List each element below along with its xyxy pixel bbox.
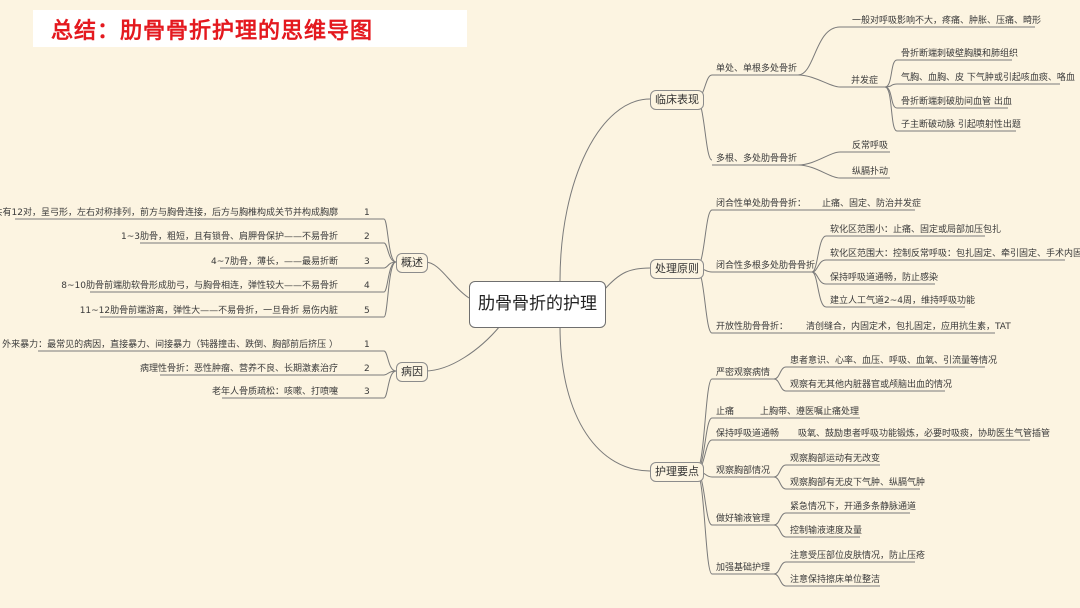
basic-item: 注意受压部位皮肤情况，防止压疮: [790, 551, 926, 561]
link-root-nursing: [559, 325, 651, 472]
branch-principles: 处理原则: [650, 259, 704, 279]
branch-overview: 概述: [396, 253, 428, 273]
chest-item: 观察胸部运动有无改变: [790, 454, 881, 464]
cause-item: 病理性骨折：恶性肿瘤、营养不良、长期激素治疗: [139, 364, 338, 374]
root-node: 肋骨骨折的护理: [469, 281, 606, 328]
cause-item-number: 2: [364, 364, 370, 374]
nursing-pain-text: 上胸带、遵医嘱止痛处理: [760, 407, 860, 417]
complication-item: 子主断破动脉 引起喷射性出题: [901, 120, 1021, 130]
overview-item-number: 5: [364, 306, 370, 316]
branch-clinical: 临床表现: [650, 90, 704, 110]
link-root-clinical: [559, 98, 651, 282]
cause-item-number: 1: [364, 340, 370, 350]
principle-closed-single-label: 闭合性单处肋骨骨折：: [716, 199, 807, 209]
page-title: 总结：肋骨骨折护理的思维导图: [51, 19, 374, 44]
complication-item: 骨折断端刺破壁胸膜和肺组织: [901, 49, 1019, 59]
principle-open-text: 清创缝合，内固定术，包扎固定，应用抗生素，TAT: [806, 322, 1011, 332]
infusion-item: 紧急情况下，开通多条静脉通道: [790, 502, 917, 512]
complication-item: 骨折断端刺破肋间血管 出血: [901, 97, 1012, 107]
complication-item: 气胸、血胸、皮 下气肿或引起咳血痰、咯血: [901, 73, 1075, 83]
nursing-observe-label: 严密观察病情: [716, 368, 771, 378]
link-root-principles: [603, 267, 651, 291]
principle-closed-multiple-label: 闭合性多根多处肋骨骨折: [716, 261, 816, 271]
link-root-overview: [424, 261, 470, 299]
closed-multiple-item: 软化区范围大：控制反常呼吸：包扎固定、牵引固定、手术内固定: [830, 249, 1080, 259]
nursing-chest-label: 观察胸部情况: [716, 466, 771, 476]
infusion-item: 控制输液速度及量: [790, 526, 863, 536]
branch-nursing: 护理要点: [650, 462, 704, 482]
nursing-basic-label: 加强基础护理: [716, 563, 771, 573]
principle-open-label: 开放性肋骨骨折：: [716, 322, 789, 332]
overview-item: 4~7肋骨，薄长，——最易折断: [211, 257, 338, 267]
overview-item: 1~3肋骨，粗短，且有锁骨、肩胛骨保护——不易骨折: [121, 232, 338, 242]
multiple-item: 反常呼吸: [852, 141, 889, 151]
overview-item: 肋骨共有12对，呈弓形，左右对称排列，前方与胸骨连接，后方与胸椎构成关节并构成胸…: [0, 208, 338, 218]
overview-item-number: 1: [364, 208, 370, 218]
nursing-infusion-label: 做好输液管理: [716, 514, 771, 524]
principle-closed-single-text: 止痛、固定、防治并发症: [822, 199, 922, 209]
cause-item: 老年人骨质疏松：咳嗽、打喷嚏: [211, 387, 338, 397]
overview-item-number: 2: [364, 232, 370, 242]
basic-item: 注意保持擦床单位整洁: [790, 575, 881, 585]
overview-item-number: 3: [364, 257, 370, 267]
title-banner: 总结：肋骨骨折护理的思维导图: [33, 10, 467, 47]
nursing-pain-label: 止痛: [716, 407, 735, 417]
closed-multiple-item: 保持呼吸道通畅，防止感染: [830, 273, 939, 283]
overview-item: 8~10肋骨前端肋软骨形成肋弓，与胸骨相连，弹性较大——不易骨折: [61, 281, 338, 291]
clinical-complication-label: 并发症: [851, 76, 879, 86]
overview-item-number: 4: [364, 281, 370, 291]
cause-item: 外来暴力：最常见的病因，直接暴力、间接暴力（钝器撞击、跌倒、胸部前后挤压 ）: [2, 340, 338, 350]
chest-item: 观察胸部有无皮下气肿、纵膈气肿: [790, 478, 926, 488]
clinical-single-label: 单处、单根多处骨折: [716, 64, 798, 74]
multiple-item: 纵膈扑动: [852, 167, 889, 177]
clinical-multiple-label: 多根、多处肋骨骨折: [716, 154, 798, 164]
observe-item: 患者意识、心率、血压、呼吸、血氧、引流量等情况: [790, 356, 998, 366]
nursing-airway-label: 保持呼吸道通畅: [716, 429, 780, 439]
nursing-airway-text: 吸氧、鼓励患者呼吸功能锻炼，必要时吸痰，协助医生气管插管: [798, 429, 1051, 439]
overview-item: 11~12肋骨前端游离，弹性大——不易骨折，一旦骨折 易伤内脏: [79, 306, 338, 316]
clinical-general-text: 一般对呼吸影响不大，疼痛、肿胀、压痛、畸形: [852, 16, 1042, 26]
link-root-cause: [424, 325, 501, 372]
observe-item: 观察有无其他内脏器官或颅脑出血的情况: [790, 380, 953, 390]
branch-cause: 病因: [396, 362, 428, 382]
closed-multiple-item: 建立人工气道2~4周，维持呼吸功能: [830, 296, 975, 306]
closed-multiple-item: 软化区范围小：止痛、固定或局部加压包扎: [830, 225, 1002, 235]
cause-item-number: 3: [364, 387, 370, 397]
